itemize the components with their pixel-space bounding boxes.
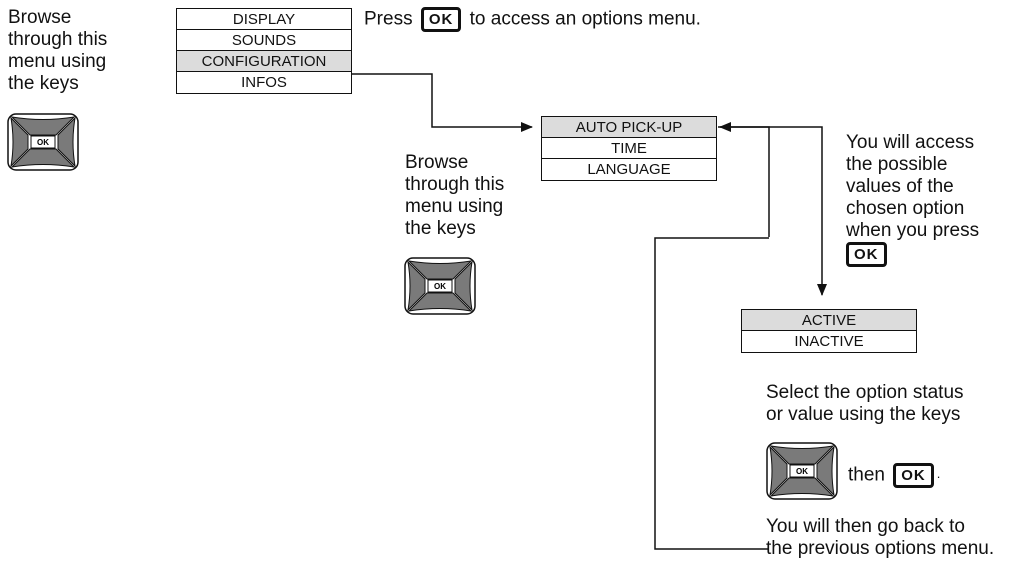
navigation-keypad-icon: OK	[7, 113, 79, 176]
menu-item-infos[interactable]: INFOS	[241, 74, 287, 91]
select-instruction-line: Select the option status	[766, 382, 964, 403]
back-instruction-line: the previous options menu.	[766, 538, 995, 559]
navigation-keypad-icon: OK	[766, 442, 838, 505]
return-line	[654, 237, 769, 550]
press-ok-instruction: Press OK to access an options menu.	[364, 7, 701, 32]
middle-instruction-line: through this	[405, 174, 505, 195]
middle-instruction-line: menu using	[405, 196, 504, 217]
arrow-submenu-to-values	[718, 126, 827, 296]
then-ok-instruction: then OK.	[848, 463, 940, 488]
menu-item-language[interactable]: LANGUAGE	[587, 161, 671, 178]
arrow-back-loop	[719, 122, 770, 237]
left-instruction-line: the keys	[8, 73, 79, 94]
main-menu: DISPLAY SOUNDS CONFIGURATION INFOS	[176, 8, 352, 94]
back-instruction-line: You will then go back to	[766, 516, 965, 537]
right-instruction-line: chosen option	[846, 198, 965, 219]
svg-text:OK: OK	[796, 467, 808, 476]
middle-instruction: Browse through this menu using the keys	[405, 152, 504, 240]
menu-item-sounds[interactable]: SOUNDS	[177, 30, 351, 51]
svg-text:OK: OK	[434, 282, 446, 291]
right-instruction-line: values of the	[846, 176, 954, 197]
ok-key-icon: OK	[893, 463, 934, 488]
right-instruction-line: when you press	[846, 220, 980, 241]
left-instruction-line: menu using	[8, 51, 107, 72]
values-menu: ACTIVE INACTIVE	[741, 309, 917, 353]
menu-item-display[interactable]: DISPLAY	[177, 9, 351, 30]
svg-text:OK: OK	[37, 138, 49, 147]
middle-instruction-line: Browse	[405, 152, 469, 173]
navigation-keypad-icon: OK	[404, 257, 476, 320]
left-instruction-line: Browse	[8, 7, 72, 28]
ok-key-icon: OK	[420, 7, 462, 32]
left-instruction: Browse through this menu using the keys	[8, 7, 107, 95]
press-post-text: to access an options menu.	[469, 8, 701, 30]
then-end-text: .	[936, 466, 941, 481]
select-instruction-line: or value using the keys	[766, 404, 961, 425]
then-text: then	[848, 464, 885, 486]
menu-item-configuration[interactable]: CONFIGURATION	[177, 51, 351, 72]
menu-item-auto-pickup[interactable]: AUTO PICK-UP	[542, 117, 716, 138]
right-instruction-line: the possible	[846, 154, 948, 175]
ok-key-icon: OK	[846, 242, 887, 267]
right-instruction-line: You will access	[846, 132, 975, 153]
menu-item-inactive[interactable]: INACTIVE	[794, 333, 864, 350]
back-instruction: You will then go back to the previous op…	[766, 516, 994, 560]
left-instruction-line: through this	[8, 29, 108, 50]
right-instruction: You will access the possible values of t…	[846, 132, 979, 267]
configuration-submenu: AUTO PICK-UP TIME LANGUAGE	[541, 116, 717, 181]
arrow-config-to-submenu	[352, 73, 533, 132]
press-pre-text: Press	[364, 8, 413, 30]
middle-instruction-line: the keys	[405, 218, 476, 239]
menu-item-active[interactable]: ACTIVE	[742, 310, 916, 331]
menu-item-time[interactable]: TIME	[542, 138, 716, 159]
select-instruction: Select the option status or value using …	[766, 382, 964, 426]
